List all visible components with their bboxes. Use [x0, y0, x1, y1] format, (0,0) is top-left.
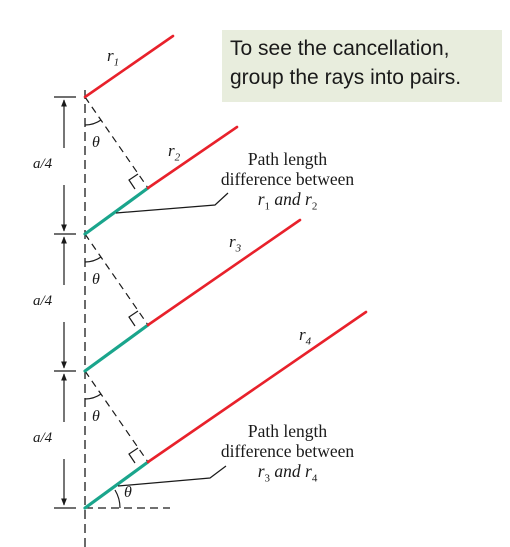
annotation-top-line-1: Path length	[247, 149, 328, 169]
ray-label-3: r3	[229, 232, 242, 255]
path-difference-segments	[83, 186, 150, 510]
ray-label-1: r1	[107, 46, 120, 69]
segment-label-1: a/4	[33, 156, 53, 172]
annotation-top: Path length difference between r1 and r2	[200, 149, 375, 217]
instruction-callout: To see the cancellation, group the rays …	[222, 30, 502, 102]
ray-3	[146, 218, 302, 327]
annotation-bottom-line-3: r3 and r4	[257, 461, 318, 485]
annotation-top-line-2: difference between	[220, 169, 355, 189]
annotation-top-line-3: r1 and r2	[257, 189, 318, 213]
ray-2	[146, 125, 239, 190]
ray-1	[83, 34, 175, 99]
callout-line-2: group the rays into pairs.	[230, 66, 462, 89]
ray-label-2: r2	[168, 141, 181, 164]
angle-label-3: θ	[92, 408, 100, 425]
wavefront-lines	[84, 96, 149, 463]
dimension-markers	[54, 96, 76, 509]
right-angle-marks	[128, 173, 139, 464]
annotation-bottom-line-1: Path length	[247, 421, 328, 441]
callout-line-1: To see the cancellation,	[230, 37, 450, 60]
segment-label-3: a/4	[33, 430, 53, 446]
angle-label-1: θ	[92, 134, 100, 151]
leader-lines	[115, 192, 229, 487]
angle-label-4: θ	[124, 484, 132, 501]
ray-label-4: r4	[299, 325, 312, 348]
annotation-bottom: Path length difference between r3 and r4	[200, 421, 375, 489]
ray-4	[146, 310, 368, 464]
segment-label-2: a/4	[33, 293, 53, 309]
angle-arcs	[84, 119, 121, 509]
annotation-bottom-line-2: difference between	[220, 441, 355, 461]
rays	[83, 34, 368, 464]
angle-label-2: θ	[92, 271, 100, 288]
